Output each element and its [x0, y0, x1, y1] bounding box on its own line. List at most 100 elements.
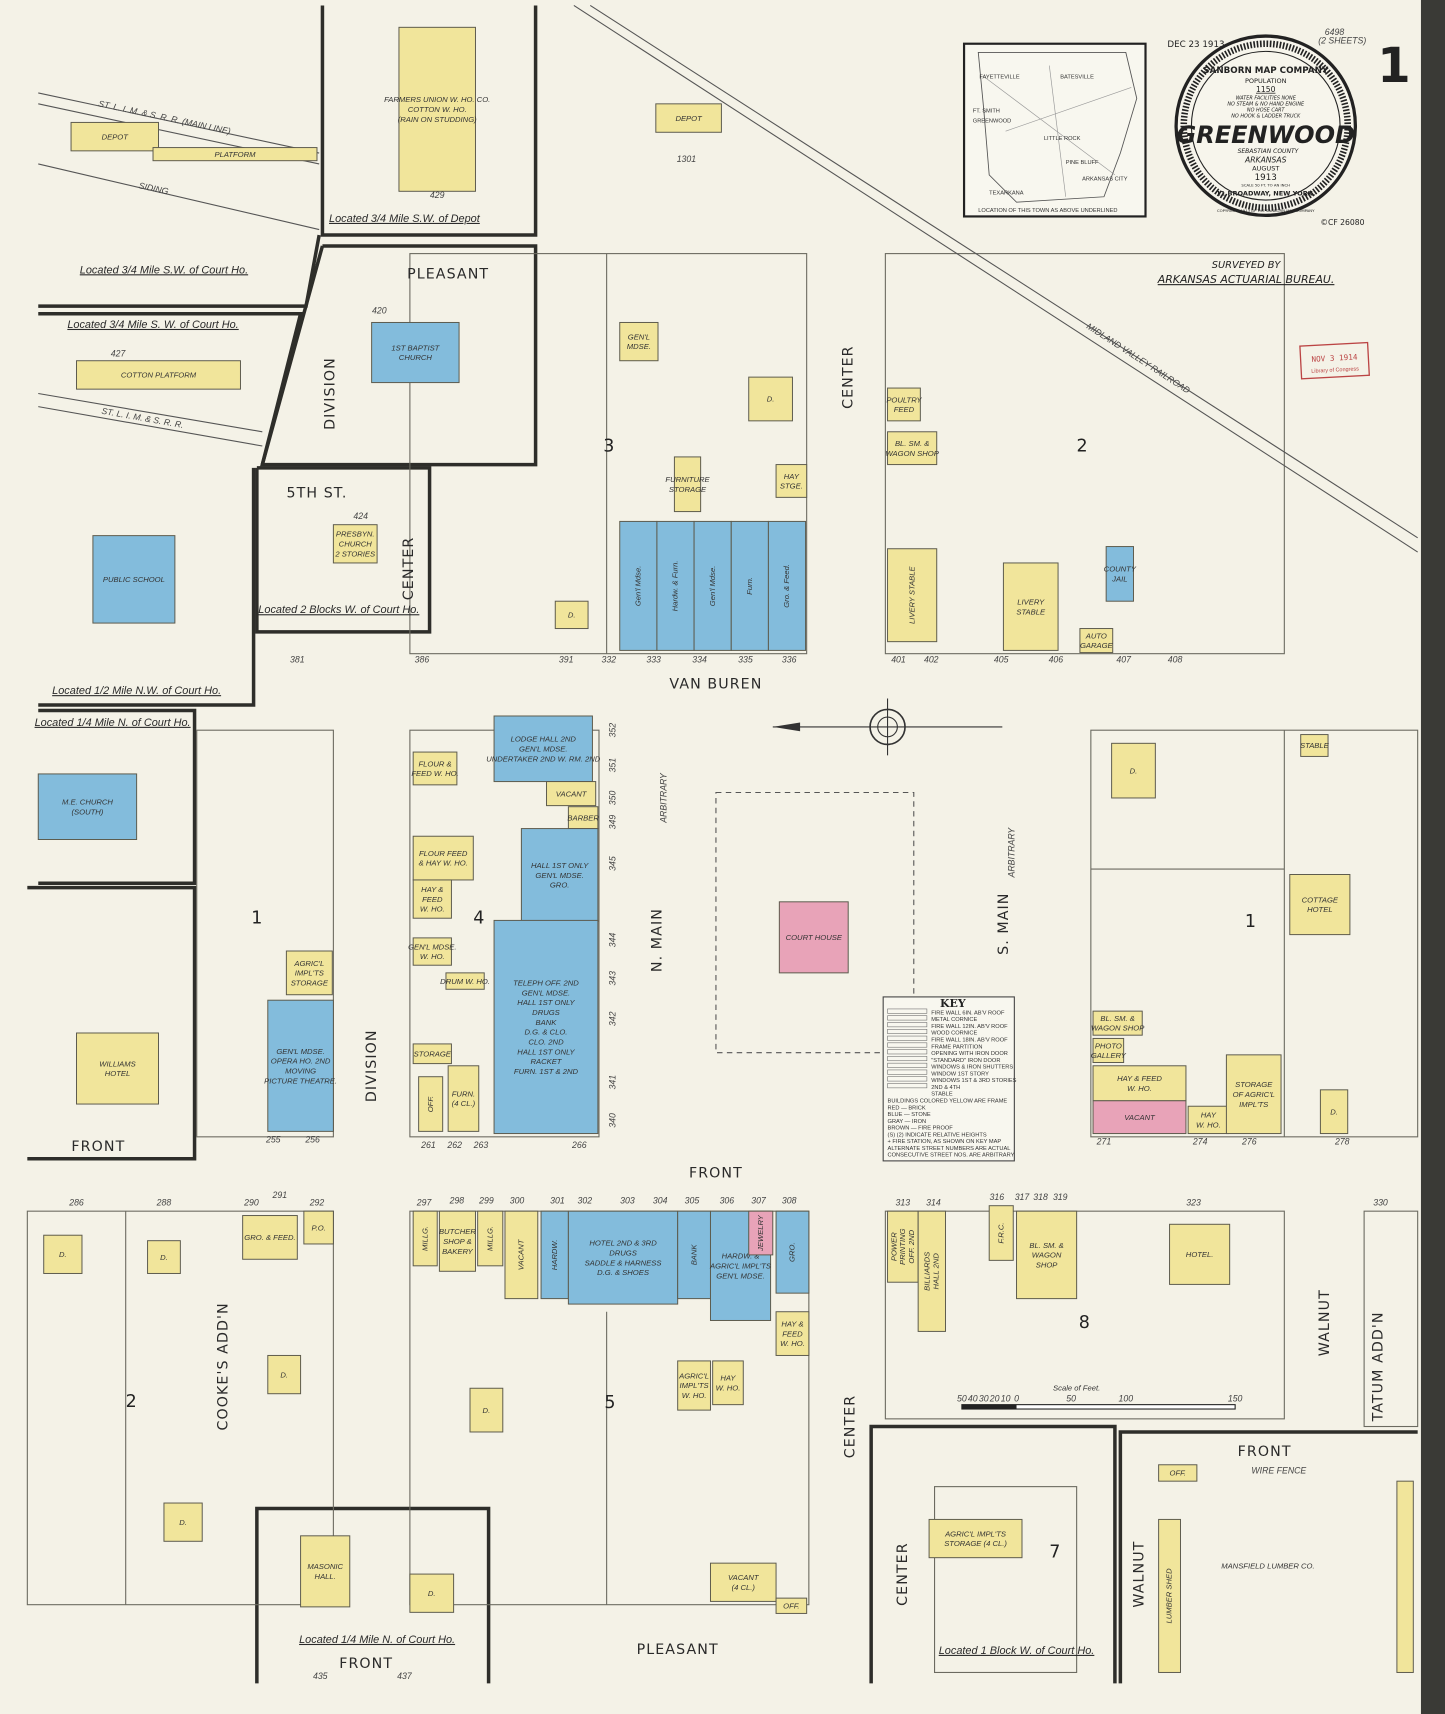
building-label: POWER: [889, 1232, 898, 1261]
building-label: WILLIAMS: [99, 1059, 136, 1068]
building-label: IMPL'TS: [1239, 1100, 1269, 1109]
building: [1396, 1480, 1414, 1673]
building-label: GALLERY: [1091, 1051, 1127, 1060]
address-number: 316: [990, 1192, 1005, 1202]
building-label: MDSE.: [627, 342, 651, 351]
address-number: 276: [1241, 1136, 1257, 1146]
sheet-number: 1: [1377, 38, 1410, 94]
building: Furn.: [730, 520, 769, 651]
building: Gro. & Feed.: [767, 520, 807, 651]
building: D.: [554, 600, 589, 630]
address-number: 341: [607, 1075, 617, 1090]
scale-tick-label: 150: [1228, 1393, 1243, 1403]
building-footprint: [1319, 1089, 1349, 1135]
building: FURN.(4 CL.): [447, 1065, 480, 1132]
building: BARBER: [567, 806, 599, 830]
block-number: 3: [603, 436, 614, 456]
building: LIVERY STABLE: [887, 548, 938, 643]
building-footprint: [493, 715, 593, 783]
address-number: 333: [646, 654, 661, 664]
address-number: 297: [416, 1198, 433, 1208]
building-footprint: [540, 1210, 569, 1300]
building-label: HOTEL 2ND & 3RD: [589, 1239, 657, 1248]
location-note: Located 1 Block W. of Court Ho.: [939, 1645, 1095, 1657]
building-label: GRO.: [550, 881, 570, 890]
building-label: BANK: [536, 1018, 558, 1027]
north-arrow-compass-icon: [772, 698, 1003, 756]
address-number: 262: [446, 1140, 462, 1150]
building-label: PHOTO: [1095, 1041, 1122, 1050]
building-label: STORAGE (4 CL.): [944, 1539, 1007, 1548]
building-label: D.: [483, 1406, 491, 1415]
building-label: PICTURE THEATRE.: [264, 1076, 337, 1085]
building-footprint: [988, 1205, 1014, 1261]
building-label: Hardw. & Furn.: [671, 560, 680, 611]
building-footprint: [775, 1311, 810, 1356]
building-label: GRO.: [788, 1242, 797, 1262]
building-label: FLOUR FEED: [419, 849, 468, 858]
key-entry: 2ND & 4TH: [931, 1085, 960, 1091]
address-number: 256: [304, 1134, 320, 1144]
street-label: PLEASANT: [407, 267, 489, 283]
seal-state: ARKANSAS: [1244, 155, 1287, 164]
street-label: S. MAIN: [996, 892, 1012, 954]
building-label: SHOP &: [443, 1237, 472, 1246]
building-label: M.E. CHURCH: [62, 798, 113, 807]
building: STORAGE: [412, 1043, 452, 1065]
building-label: IMPL'TS: [680, 1381, 710, 1390]
building: D.: [267, 1354, 302, 1395]
building-label: DRUM W. HO.: [440, 977, 490, 986]
building-label: 2 STORIES: [334, 549, 376, 558]
scale-tick-label: 40: [968, 1393, 978, 1403]
building-footprint: [712, 1360, 744, 1406]
building-footprint: [447, 1065, 480, 1132]
building-label: & HAY W. HO.: [419, 859, 468, 868]
address-number: 386: [415, 654, 430, 664]
building-label: LIVERY: [1017, 597, 1045, 606]
building-footprint: [412, 937, 452, 966]
building-label: W. HO.: [716, 1383, 741, 1392]
street-label: TATUM ADD'N: [1371, 1311, 1387, 1422]
scale-tick-label: 50: [957, 1393, 967, 1403]
building-label: Gen'l Mdse.: [634, 566, 643, 607]
building-label: D.: [1130, 766, 1138, 775]
address-number: 290: [243, 1198, 259, 1208]
street-label: 5TH ST.: [286, 485, 347, 501]
address-number: 330: [1373, 1198, 1388, 1208]
street-label: COOKE'S ADD'N: [215, 1302, 231, 1430]
building: DRUM W. HO.: [440, 972, 490, 990]
building-label: HALL 1ST ONLY: [517, 998, 575, 1007]
building-footprint: [70, 121, 159, 152]
building: GRO. & FEED.: [242, 1215, 298, 1260]
key-entry: WINDOWS & IRON SHUTTERS: [931, 1065, 1013, 1071]
building-label: HAY: [784, 472, 800, 481]
block-number: 7: [1049, 1543, 1060, 1563]
scale-tick-label: 10: [1001, 1393, 1011, 1403]
building-label: OFF.: [1170, 1469, 1187, 1478]
building: HOTEL.: [1169, 1223, 1231, 1285]
building-footprint: [655, 103, 722, 133]
street-label: WIRE FENCE: [1251, 1466, 1306, 1476]
key-symbol: [887, 1049, 928, 1055]
address-number: 255: [265, 1134, 281, 1144]
building: FARMERS UNION W. HO. CO.COTTON W. HO.(RA…: [384, 26, 490, 192]
building-label: JEWELRY: [756, 1214, 765, 1252]
building: PLATFORM: [152, 147, 318, 162]
street-label: CENTER: [843, 1395, 859, 1459]
seal-scale: SCALE 50 FT. TO AN INCH: [1241, 182, 1290, 187]
building-label: BL. SM. &: [895, 439, 929, 448]
address-number: 308: [782, 1196, 797, 1206]
address-number: 429: [430, 190, 445, 200]
building-footprint: [619, 520, 658, 651]
seal-year: 1913: [1255, 173, 1277, 183]
key-entry: FIRE WALL 18IN. AB'V ROOF: [931, 1038, 1008, 1044]
address-number: 303: [620, 1196, 635, 1206]
key-entry: STABLE: [931, 1092, 953, 1098]
sheet-edge: [1420, 0, 1445, 1714]
building: D.: [1111, 742, 1156, 799]
building-label: W. HO.: [780, 1339, 805, 1348]
